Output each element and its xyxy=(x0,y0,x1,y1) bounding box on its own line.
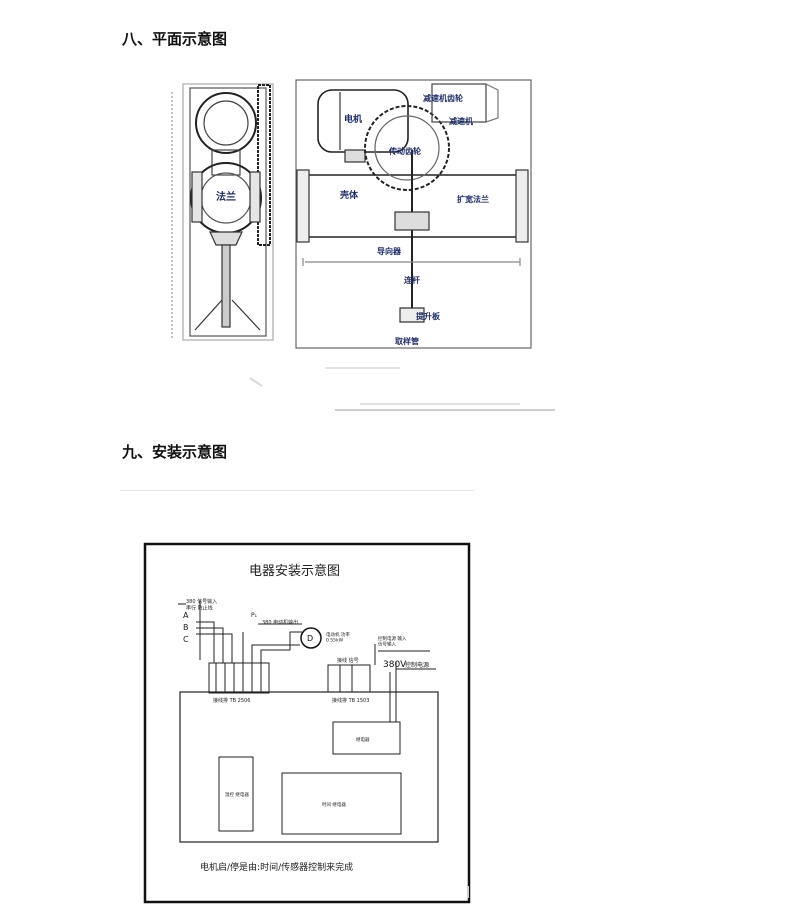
label-reducer-sprocket: 减速机齿轮 xyxy=(423,93,463,103)
label-expand-flange: 扩宽法兰 xyxy=(457,194,489,204)
label-flange: 法兰 xyxy=(216,190,236,203)
label-guide-wheel: 导向器 xyxy=(377,246,402,256)
electrical-footer: 电机启/停是由:时间/传感器控制来完成 xyxy=(200,861,353,873)
scan-artifacts xyxy=(249,367,555,411)
section-heading-install: 九、安装示意图 xyxy=(122,443,228,461)
label-sample-tube: 取样管 xyxy=(395,336,419,346)
label-shell: 壳体 xyxy=(339,189,359,201)
electrical-title: 电器安装示意图 xyxy=(249,563,340,579)
input-note: 380 信号输入串行 防止线 xyxy=(186,598,217,611)
controller-box-label: 时间 继电器 xyxy=(322,801,346,808)
front-view-drawing xyxy=(295,79,532,349)
left-box-label: 温控 继电器 xyxy=(225,791,249,798)
label-rod: 连杆 xyxy=(404,275,420,285)
divider xyxy=(120,490,475,491)
small-labels: 接线 信号 xyxy=(337,657,359,664)
terminal1-label: 接线排 TB 2506 xyxy=(213,697,250,704)
side-view-drawing xyxy=(171,83,274,341)
voltage-label: 380V xyxy=(383,660,407,670)
p-label: P₁ xyxy=(251,612,258,619)
label-lift-plate: 提升板 xyxy=(416,311,441,321)
electrical-diagram xyxy=(143,542,471,904)
motor-symbol: D xyxy=(307,634,313,643)
terminal2-label: 接线排 TB 1503 xyxy=(332,697,369,704)
output-note: 380 电动机输出 xyxy=(262,619,298,626)
section-heading-plan: 八、平面示意图 xyxy=(122,30,228,48)
label-drive-sprocket: 传动齿轮 xyxy=(388,146,421,156)
relay-box-label: 继电器 xyxy=(356,736,370,743)
top-note: 控制电源 输入信号输入 xyxy=(378,635,407,648)
phase-b: B xyxy=(183,623,189,632)
phase-a: A xyxy=(183,611,189,620)
label-reducer: 减速机 xyxy=(449,116,473,126)
phase-c: C xyxy=(183,635,189,644)
power-label: 控制电源 xyxy=(405,661,429,669)
label-motor: 电机 xyxy=(344,113,362,125)
